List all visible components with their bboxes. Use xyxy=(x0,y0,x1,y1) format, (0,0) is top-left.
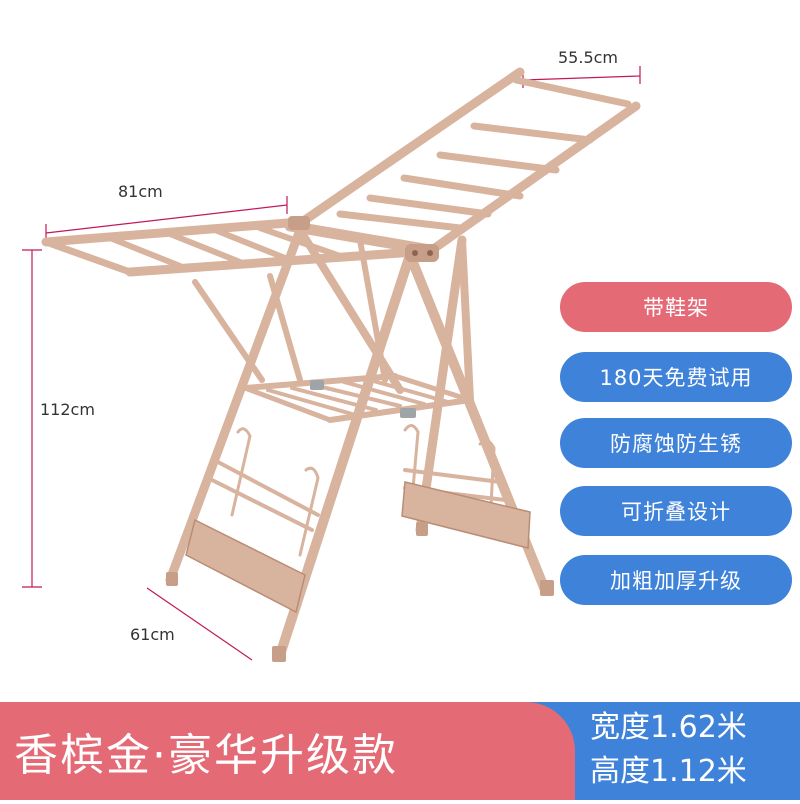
feature-badge-anti-rust: 防腐蚀防生锈 xyxy=(560,418,792,468)
dimension-lines xyxy=(22,66,641,661)
spec-text: 宽度1.62米 高度1.12米 xyxy=(590,706,790,794)
dimension-wing-width-label: 81cm xyxy=(118,182,163,201)
feature-badge-thickened: 加粗加厚升级 xyxy=(560,555,792,605)
dim-line-depth xyxy=(146,587,253,661)
height-spec: 高度1.12米 xyxy=(590,754,747,789)
dim-line-wing-width xyxy=(45,204,288,234)
width-spec: 宽度1.62米 xyxy=(590,710,747,745)
dimension-top-width-label: 55.5cm xyxy=(558,48,619,67)
dimension-height-label: 112cm xyxy=(40,400,95,419)
dim-line-top-width xyxy=(522,75,641,81)
feature-badge-free-trial: 180天免费试用 xyxy=(560,352,792,402)
hinges-feet xyxy=(166,216,554,662)
product-title: 香槟金·豪华升级款 xyxy=(0,702,575,800)
shoe-trays xyxy=(185,481,531,614)
feature-badge-foldable: 可折叠设计 xyxy=(560,486,792,536)
feature-badge-shoe-rack: 带鞋架 xyxy=(560,282,792,332)
dimension-depth-label: 61cm xyxy=(130,625,175,644)
bottom-banner: 香槟金·豪华升级款 宽度1.62米 高度1.12米 xyxy=(0,702,800,800)
rack-frame xyxy=(41,67,641,660)
